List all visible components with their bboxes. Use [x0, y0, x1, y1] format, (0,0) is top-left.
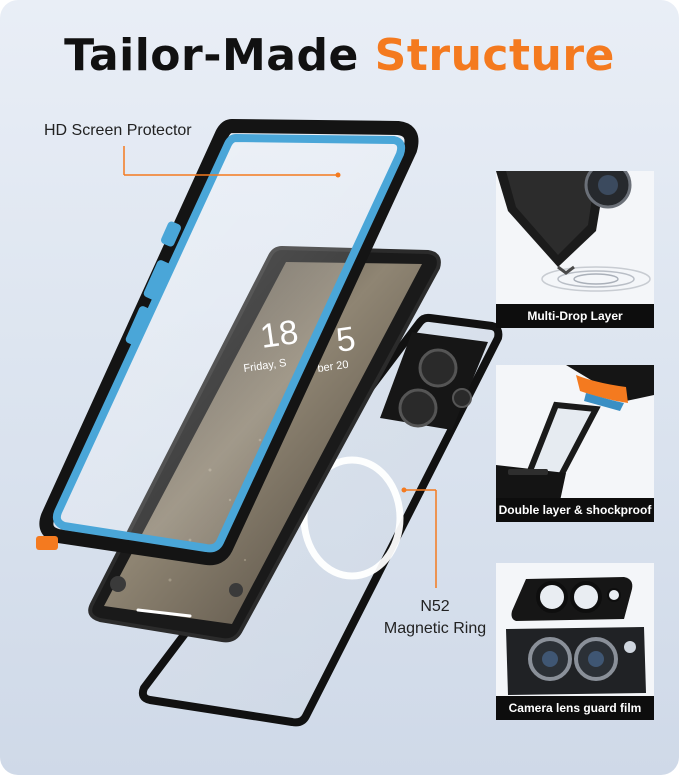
front-frame: [36, 119, 419, 566]
panel-caption: Camera lens guard film: [496, 696, 654, 720]
lock-date-right: ber 20: [317, 359, 350, 375]
detail-panel-camera-lens: Camera lens guard film: [496, 563, 654, 720]
panel-caption: Multi-Drop Layer: [496, 304, 654, 328]
headline-accent: Structure: [374, 30, 615, 81]
double-layer-illustration: [496, 365, 654, 501]
headline-main: Tailor-Made: [64, 30, 359, 81]
callout-magnetic-ring: N52 Magnetic Ring: [370, 596, 500, 640]
flashlight-icon: [110, 576, 126, 592]
camera-lens-illustration: [506, 577, 646, 695]
callout-lines: [123, 146, 437, 588]
detail-panel-double-layer: Double layer & shockproof: [496, 365, 654, 522]
multi-drop-illustration: [496, 171, 651, 292]
callout-magnetic-line2: Magnetic Ring: [383, 620, 487, 637]
callout-magnetic-line1: N52: [420, 598, 450, 615]
headline: Tailor-Made Structure: [0, 30, 679, 81]
panel-caption: Double layer & shockproof: [496, 498, 654, 522]
camera-shortcut-icon: [229, 583, 243, 597]
detail-panel-multi-drop: Multi-Drop Layer: [496, 171, 654, 328]
callout-hd-screen-protector: HD Screen Protector: [44, 122, 192, 139]
port-cover: [36, 536, 58, 550]
